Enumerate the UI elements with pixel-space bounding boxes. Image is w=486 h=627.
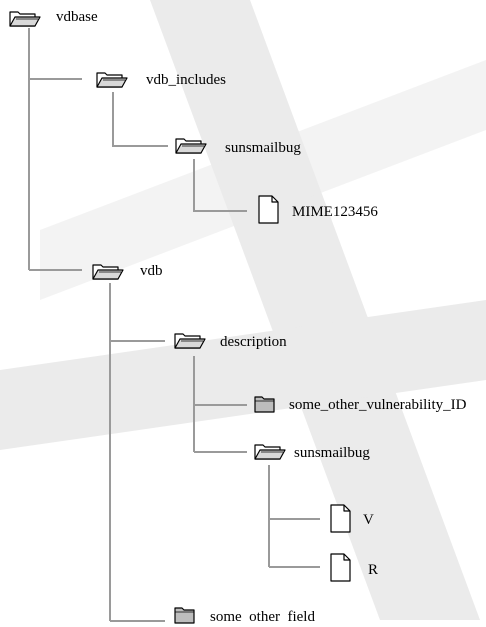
open-folder-icon [9, 11, 41, 27]
node-label-some-other-field: some other field [210, 609, 315, 625]
node-label-description: description [220, 334, 287, 350]
file-icon [258, 195, 279, 224]
file-icon [330, 504, 351, 533]
file-icon [330, 553, 351, 582]
open-folder-icon [174, 333, 206, 349]
node-label-some-other-vulnerability-id: some_other_vulnerability_ID [289, 397, 467, 413]
node-label-vdbase: vdbase [56, 9, 98, 25]
node-label-sunsmailbug-1: sunsmailbug [225, 140, 301, 156]
node-label-r: R [368, 562, 379, 578]
node-label-vdb-includes: vdb_includes [146, 72, 226, 88]
open-folder-icon [175, 138, 207, 154]
connector-sunsmailbug1-to-mime [193, 159, 247, 212]
node-label-vdb: vdb [140, 263, 163, 279]
tree-connectors [28, 28, 320, 622]
open-folder-icon [92, 264, 124, 280]
open-folder-icon [96, 72, 128, 88]
node-label-sunsmailbug-2: sunsmailbug [294, 445, 370, 461]
closed-folder-icon [254, 396, 275, 413]
node-label-v: V [363, 512, 374, 528]
node-label-mime123456: MIME123456 [292, 204, 378, 220]
closed-folder-icon [174, 607, 195, 624]
node-icons [9, 11, 351, 624]
connector-vdb-includes-trunk [112, 92, 168, 147]
open-folder-icon [254, 444, 286, 460]
